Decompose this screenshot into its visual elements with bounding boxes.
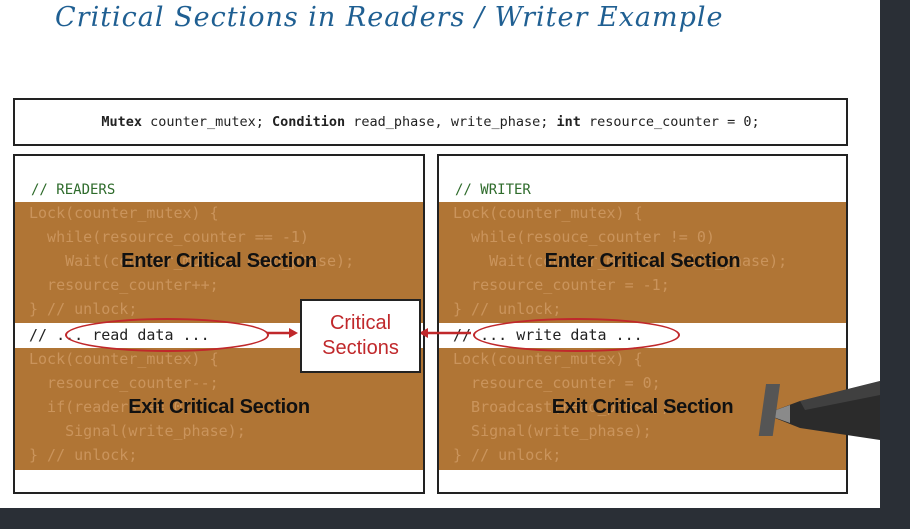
writer-exit-section: Lock(counter_mutex) { resource_counter =… <box>439 348 846 470</box>
readers-code-line: resource_counter--; <box>29 374 219 392</box>
readers-code-line: while(resource_counter == -1) <box>29 228 309 246</box>
writer-code-line: resource_counter = 0; <box>453 374 661 392</box>
declaration-box: Mutex counter_mutex; Condition read_phas… <box>13 98 848 146</box>
writer-code-line: Signal(write_phase); <box>453 422 652 440</box>
window-frame-bottom <box>0 508 910 529</box>
read-data-highlight <box>65 318 269 352</box>
readers-code-line: Lock(counter_mutex) { <box>29 204 219 222</box>
readers-enter-label: Enter Critical Section <box>121 250 317 272</box>
writer-comment: // WRITER <box>455 182 531 198</box>
window-frame-right <box>880 0 910 529</box>
readers-code-line: } // unlock; <box>29 300 138 318</box>
decl-part-3: resource_counter = 0; <box>580 114 760 130</box>
readers-code-line: } // unlock; <box>29 446 138 464</box>
kw-condition: Condition <box>272 114 346 130</box>
readers-comment: // READERS <box>31 182 116 198</box>
decl-part-1: counter_mutex; <box>141 114 272 130</box>
callout-line-1: Critical <box>329 312 392 334</box>
callout-line-2: Sections <box>322 337 399 359</box>
writer-code-line: Wait(counter_mutex, write_phase); <box>453 252 788 270</box>
declaration-text: Mutex counter_mutex; Condition read_phas… <box>101 114 759 130</box>
kw-mutex: Mutex <box>101 114 142 130</box>
readers-code-line: Lock(counter_mutex) { <box>29 350 219 368</box>
writer-enter-label: Enter Critical Section <box>544 250 741 272</box>
writer-code-line: Lock(counter_mutex) { <box>453 204 643 222</box>
readers-code-line: Wait(counter_mutex, read_phase); <box>29 252 355 270</box>
readers-code-line: Signal(write_phase); <box>29 422 246 440</box>
readers-code-line: resource_counter++; <box>29 276 219 294</box>
writer-panel: // WRITER Lock(counter_mutex) { while(re… <box>437 154 848 494</box>
readers-exit-section: Lock(counter_mutex) { resource_counter--… <box>15 348 423 470</box>
writer-exit-label: Exit Critical Section <box>551 396 734 418</box>
writer-code-line: } // unlock; <box>453 300 562 318</box>
write-data-highlight <box>473 318 680 352</box>
decl-part-2: read_phase, write_phase; <box>345 114 557 130</box>
writer-code-line: } // unlock; <box>453 446 562 464</box>
writer-code-line: Broadcast(read_phase); <box>453 398 670 416</box>
readers-exit-label: Exit Critical Section <box>128 396 310 418</box>
writer-enter-section: Lock(counter_mutex) { while(resouce_coun… <box>439 202 846 323</box>
writer-code-line: Lock(counter_mutex) { <box>453 350 643 368</box>
readers-code-line: if(readers == 0) <box>29 398 192 416</box>
writer-code-line: while(resouce_counter != 0) <box>453 228 715 246</box>
writer-code-line: resource_counter = -1; <box>453 276 670 294</box>
critical-sections-callout: Critical Sections <box>300 299 421 373</box>
slide-title: Critical Sections in Readers / Writer Ex… <box>55 2 724 33</box>
kw-int: int <box>556 114 581 130</box>
